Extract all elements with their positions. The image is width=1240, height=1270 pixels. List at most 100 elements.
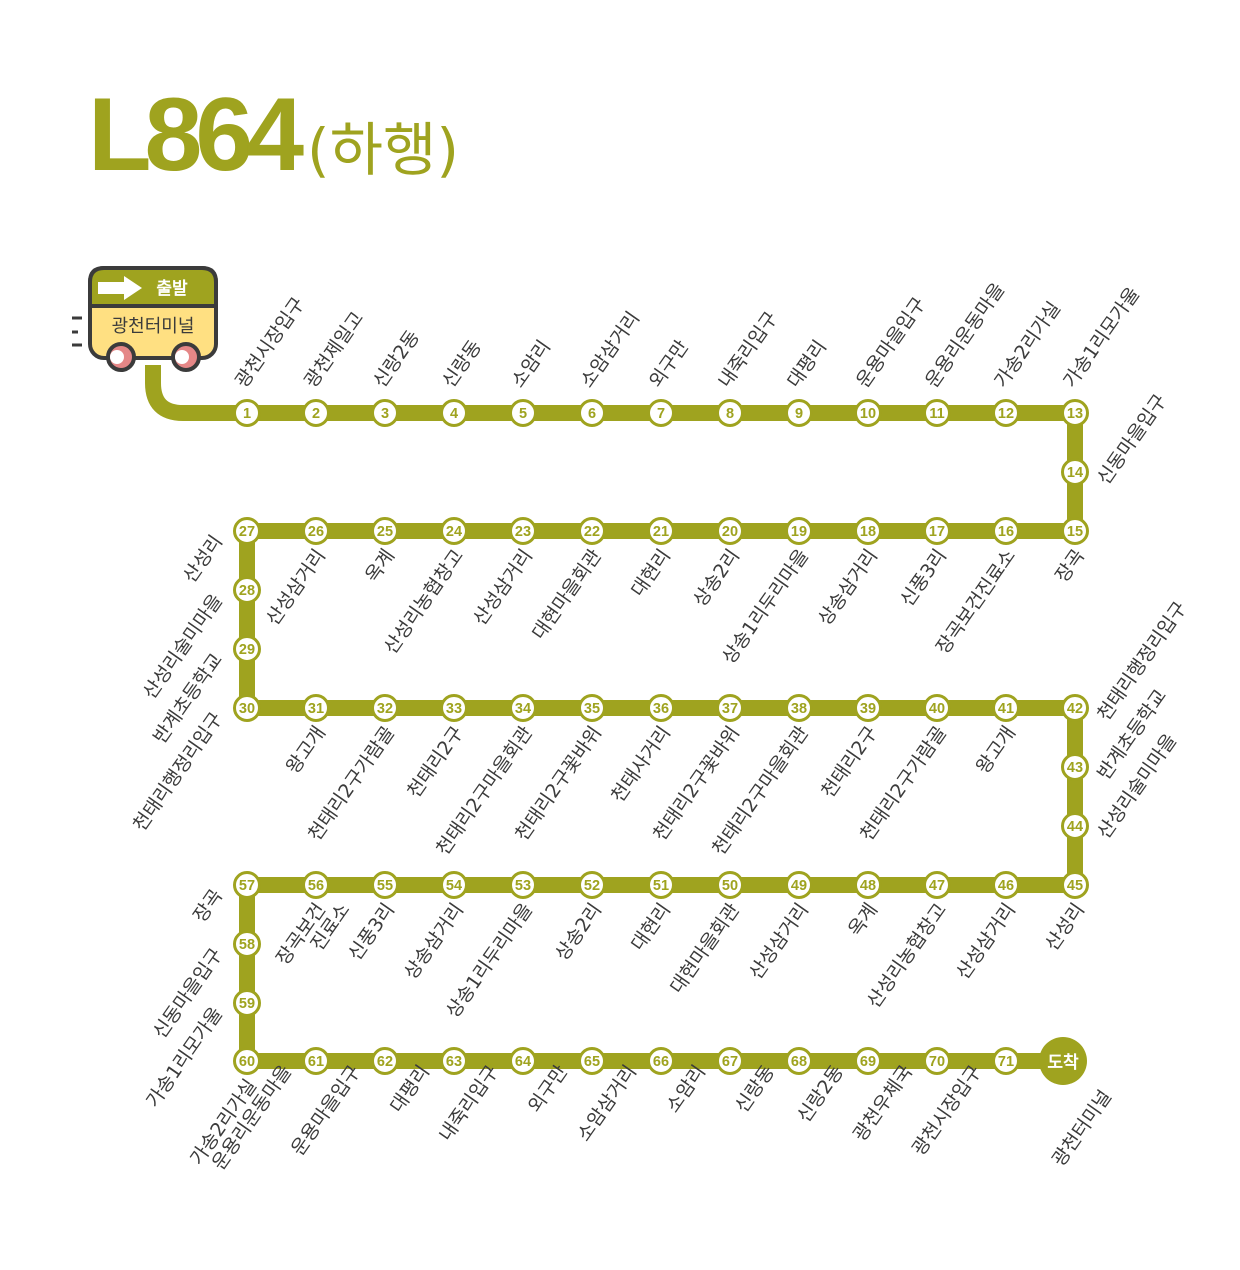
stop-name: 가송1리모가울 <box>1059 283 1144 391</box>
stop-number: 9 <box>795 406 803 422</box>
stop-number: 32 <box>377 701 393 717</box>
stop-number: 51 <box>653 878 669 894</box>
stop-number: 4 <box>450 406 458 422</box>
stop-marker <box>785 871 813 899</box>
stop-number: 14 <box>1067 465 1083 481</box>
stop-name: 가송1리모가울 <box>142 1003 227 1111</box>
stop-name: 운용마을입구 <box>287 1061 365 1160</box>
stop-marker <box>716 399 744 427</box>
stop-name: 대현리 <box>627 899 675 955</box>
stop-marker <box>647 517 675 545</box>
stop-number: 54 <box>446 878 462 894</box>
stop-name: 천태리2구 <box>817 722 882 802</box>
stop-number: 12 <box>998 406 1014 422</box>
stop-marker <box>1061 694 1089 722</box>
stop-number: 15 <box>1067 524 1083 540</box>
stop-marker <box>1061 399 1089 427</box>
stop-marker <box>992 1047 1020 1075</box>
stop-number: 64 <box>515 1054 531 1070</box>
stop-name: 신동마을입구 <box>1093 390 1171 489</box>
stop-marker <box>440 399 468 427</box>
stop-marker <box>992 517 1020 545</box>
stop-number: 13 <box>1067 406 1083 422</box>
stop-marker <box>233 517 261 545</box>
stop-number: 31 <box>308 701 324 717</box>
stop-number: 60 <box>239 1054 255 1070</box>
stop-marker <box>992 694 1020 722</box>
stop-number: 8 <box>726 406 734 422</box>
stop-number: 36 <box>653 701 669 717</box>
stop-name: 상송삼거리 <box>814 545 882 629</box>
end-label: 도착 <box>1047 1053 1079 1073</box>
stop-marker <box>578 694 606 722</box>
stop-marker <box>440 517 468 545</box>
stop-name: 산성삼거리 <box>952 899 1020 983</box>
stop-number: 43 <box>1067 760 1083 776</box>
stop-marker <box>578 871 606 899</box>
start-bus: 출발 광천터미널 <box>72 266 218 372</box>
stop-number: 67 <box>722 1054 738 1070</box>
stop-number: 55 <box>377 878 393 894</box>
stop-number: 18 <box>860 524 876 540</box>
stop-marker <box>233 989 261 1017</box>
stop-name: 대평리 <box>783 336 831 392</box>
stop-marker <box>578 517 606 545</box>
stop-number: 56 <box>308 878 324 894</box>
stop-number: 19 <box>791 524 807 540</box>
stop-number: 29 <box>239 642 255 658</box>
stop-number: 22 <box>584 524 600 540</box>
stop-marker <box>233 399 261 427</box>
bus-icon <box>72 266 218 372</box>
stop-name: 산성삼거리 <box>745 899 813 983</box>
stop-name: 왕고개 <box>282 722 330 778</box>
stop-name: 내죽리입구 <box>435 1061 503 1145</box>
end-badge: 도착 광천터미널 <box>1039 1037 1116 1170</box>
stop-number: 41 <box>998 701 1014 717</box>
stop-number: 27 <box>239 524 255 540</box>
stop-marker <box>233 635 261 663</box>
stop-marker <box>302 694 330 722</box>
stop-marker <box>716 871 744 899</box>
stop-number: 30 <box>239 701 255 717</box>
stop-name: 장곡 <box>1051 545 1089 586</box>
stop-number: 23 <box>515 524 531 540</box>
start-label: 출발 <box>156 279 188 299</box>
stop-marker <box>992 399 1020 427</box>
stop-name: 외구만 <box>645 336 693 392</box>
stop-number: 58 <box>239 937 255 953</box>
stop-marker <box>440 871 468 899</box>
stop-number: 38 <box>791 701 807 717</box>
stop-name: 소암리 <box>507 336 555 392</box>
stop-marker <box>854 517 882 545</box>
stop-number: 34 <box>515 701 531 717</box>
stop-marker <box>854 399 882 427</box>
stop-marker <box>578 399 606 427</box>
stop-number: 47 <box>929 878 945 894</box>
stop-number: 62 <box>377 1054 393 1070</box>
stop-name: 천태리2구 <box>403 722 468 802</box>
stop-marker <box>716 1047 744 1075</box>
stop-name: 산성삼거리 <box>262 545 330 629</box>
stop-marker <box>785 517 813 545</box>
stop-number: 17 <box>929 524 945 540</box>
stop-marker <box>923 399 951 427</box>
stop-name: 내죽리입구 <box>714 308 782 392</box>
stop-marker <box>302 399 330 427</box>
stop-13: 13 가송1리모가울 <box>1059 283 1144 427</box>
stop-marker <box>233 871 261 899</box>
stop-number: 63 <box>446 1054 462 1070</box>
stop-number: 2 <box>312 406 320 422</box>
stop-name: 신랑동 <box>438 336 486 392</box>
stop-number: 65 <box>584 1054 600 1070</box>
stop-marker <box>854 871 882 899</box>
stop-marker <box>509 1047 537 1075</box>
stop-marker <box>371 517 399 545</box>
stop-marker <box>854 694 882 722</box>
stop-name: 소암삼거리 <box>573 1061 641 1145</box>
stop-number: 5 <box>519 406 527 422</box>
stop-marker <box>233 1047 261 1075</box>
stop-number: 68 <box>791 1054 807 1070</box>
stop-name: 광천시장입구 <box>908 1061 986 1160</box>
